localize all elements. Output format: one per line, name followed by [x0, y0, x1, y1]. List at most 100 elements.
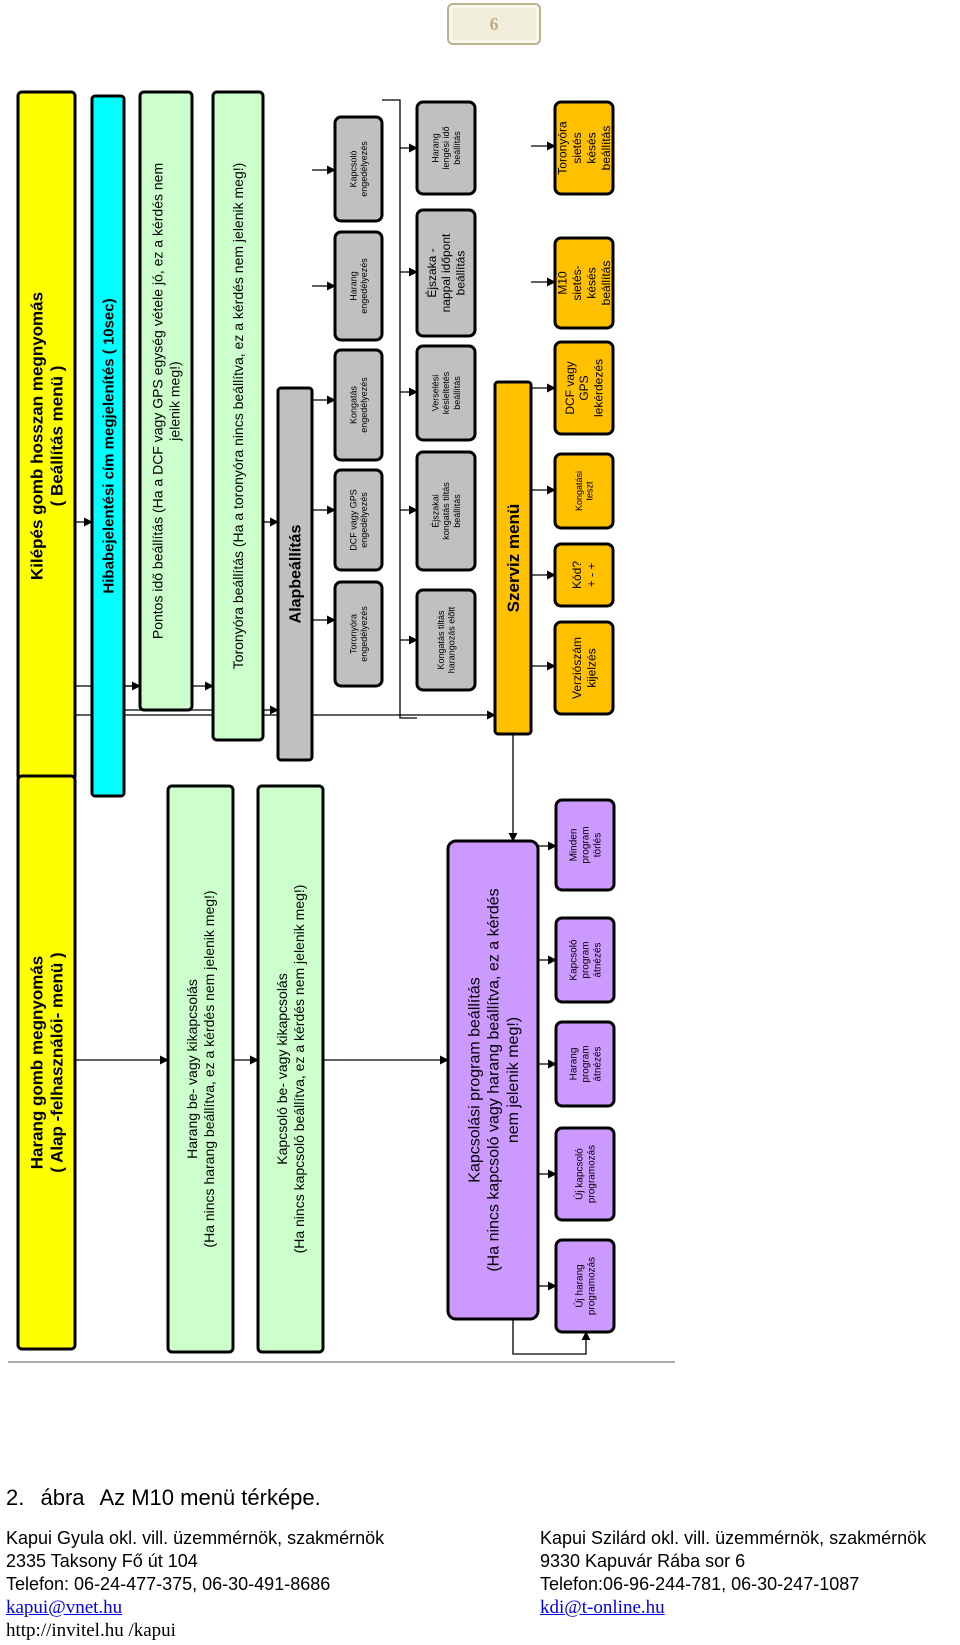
kapcsolo-program-atnezes-box-label-line: Kapcsoló — [569, 939, 580, 981]
kongatas-engedelyezes-box: Kongatásengedélyezés — [333, 348, 384, 462]
uj-kapcsolo-programozas-box-label-line: Új kapcsoló — [573, 1148, 586, 1200]
kapcsolo-engedelyezes-box: Kapcsolóengedélyezés — [333, 115, 384, 223]
harang-gomb-box-label: Harang gomb megnyomás( Alap -felhasználó… — [27, 952, 66, 1172]
dcf-gps-engedelyezes-box-label: DCF vagy GPSengedélyezés — [348, 489, 369, 551]
left-contact-email-link[interactable]: kapui@vnet.hu — [6, 1597, 123, 1618]
left-contact-phone: Telefon: 06-24-477-375, 06-30-491-8686 — [6, 1574, 331, 1594]
dcf-gps-lekerdezes-box-label: DCF vagyGPSlekérdezés — [563, 359, 606, 417]
alapbeallitas-box-label: Alapbeállítás — [288, 525, 305, 624]
toronyora-engedelyezes-box: Toronyóraengedélyezés — [333, 580, 384, 688]
harang-engedelyezes-box-label-line: engedélyezés — [359, 258, 369, 314]
footer-right-contact: Kapui Szilárd okl. vill. üzemmérnök, sza… — [540, 1527, 926, 1619]
toronyora-beallitas-box: Toronyóra beállítás (Ha a toronyóra ninc… — [211, 90, 265, 742]
minden-program-torles-box-label-line: törlés — [593, 833, 604, 857]
uj-harang-programozas-box-label: Új harangprogramozás — [573, 1257, 598, 1315]
hibabejelentesi-box: Hibabejelentési cím megjelenítés ( 10sec… — [90, 94, 126, 798]
kongatas-engedelyezes-box-label-line: Kongatás — [348, 385, 358, 424]
harang-kikapcsolas-box: Harang be- vagy kikapcsolás(Ha nincs har… — [166, 784, 235, 1354]
harang-program-atnezes-box-label-line: átnézés — [593, 1046, 604, 1081]
verselesi-kesleltetes-box-label-line: beállítás — [452, 376, 462, 410]
harang-gomb-box: Harang gomb megnyomás( Alap -felhasználó… — [16, 774, 77, 1351]
left-contact-name: Kapui Gyula okl. vill. üzemmérnök, szakm… — [6, 1528, 385, 1548]
kapcsolasi-program-box-label-line: nem jelenik meg!) — [505, 1017, 522, 1143]
page-number-badge: 6 — [447, 3, 541, 45]
ejszaka-nappal-box-label-line: Éjszaka - — [424, 248, 439, 297]
kongatas-tiltas-harangozas-box-label-line: Kongatás tiltás — [436, 610, 446, 670]
toronyora-engedelyezes-box-label: Toronyóraengedélyezés — [348, 606, 369, 662]
uj-harang-programozas-box-label-line: programozás — [587, 1257, 598, 1315]
kongatasi-teszt-box-label-line: teszt — [585, 481, 595, 501]
ejszaka-nappal-box: Éjszaka -nappal időpontbeállítás — [415, 208, 477, 338]
harang-gomb-box-label-line: ( Alap -felhasználói- menü ) — [48, 952, 67, 1172]
dcf-gps-engedelyezes-box-label-line: DCF vagy GPS — [348, 489, 358, 551]
dcf-gps-lekerdezes-box-label-line: GPS — [577, 375, 591, 400]
uj-kapcsolo-programozas-box-label: Új kapcsolóprogramozás — [573, 1145, 598, 1203]
kongatas-tiltas-harangozas-box-label-line: harangozás előtt — [447, 606, 457, 673]
kilepes-box: Kilépés gomb hosszan megnyomás( Beállítá… — [16, 90, 77, 782]
verzioszam-kijelzes-box: Verziószámkijelzés — [553, 620, 615, 716]
ejszaka-nappal-box-label-line: nappal időpont — [439, 233, 453, 312]
kapcsolo-kikapcsolas-box-label-line: Kapcsoló be- vagy kikapcsolás — [274, 973, 290, 1164]
alapbeallitas-box: Alapbeállítás — [276, 386, 314, 762]
dcf-gps-lekerdezes-box-label-line: DCF vagy — [563, 361, 577, 414]
alapbeallitas-box-label-line: Alapbeállítás — [288, 525, 305, 624]
m10-menu-map-diagram: Kilépés gomb hosszan megnyomás( Beállítá… — [8, 90, 675, 1363]
connector-line — [382, 99, 417, 719]
kapcsolo-program-atnezes-box-label: Kapcsolóprogramátnézés — [569, 939, 604, 981]
kapcsolo-kikapcsolas-box-label: Kapcsoló be- vagy kikapcsolás(Ha nincs k… — [274, 885, 307, 1254]
kapcsolo-program-atnezes-box-label-line: program — [581, 941, 592, 978]
ejszakai-kongatas-tiltas-box-label-line: kongatás tiltás — [441, 482, 451, 540]
ejszakai-kongatas-tiltas-box-label-line: beállítás — [452, 494, 462, 528]
ejszakai-kongatas-tiltas-box-label-line: Éjszakai — [430, 494, 440, 528]
kapcsolasi-program-box-label: Kapcsolási program beállítás(Ha nincs ka… — [466, 888, 521, 1271]
harang-gomb-box-label-line: Harang gomb megnyomás — [27, 956, 46, 1170]
harang-program-atnezes-box: Harangprogramátnézés — [554, 1020, 616, 1108]
left-contact-address: 2335 Taksony Fő út 104 — [6, 1551, 198, 1571]
figure-caption: 2. ábra Az M10 menü térképe. — [6, 1485, 331, 1511]
m10-sietes-keses-box-label-line: sietés- — [570, 265, 584, 300]
harang-kikapcsolas-box-label: Harang be- vagy kikapcsolás(Ha nincs har… — [184, 890, 217, 1247]
harang-lengesi-ido-box-label-line: lengési idő — [441, 126, 451, 169]
toronyora-beallitas-box-label: Toronyóra beállítás (Ha a toronyóra ninc… — [230, 163, 246, 670]
harang-program-atnezes-box-label: Harangprogramátnézés — [569, 1045, 604, 1082]
minden-program-torles-box-label-line: program — [581, 826, 592, 863]
right-contact-email-link[interactable]: kdi@t-online.hu — [540, 1597, 665, 1618]
kongatas-engedelyezes-box-label: Kongatásengedélyezés — [348, 377, 369, 433]
kongatasi-teszt-box-label-line: Kongatási — [574, 471, 584, 511]
ejszakai-kongatas-tiltas-box: Éjszakaikongatás tiltásbeállítás — [415, 450, 477, 572]
uj-kapcsolo-programozas-box-label-line: programozás — [587, 1145, 598, 1203]
minden-program-torles-box-label-line: Minden — [569, 829, 580, 862]
kongatas-tiltas-harangozas-box: Kongatás tiltásharangozás előtt — [415, 588, 477, 692]
toronyora-engedelyezes-box-label-line: engedélyezés — [359, 606, 369, 662]
harang-engedelyezes-box-label-line: Harang — [348, 271, 358, 301]
toronyora-sietes-keses-box: Toronyórasietéskésésbeállítás — [553, 100, 615, 196]
caption-label: ábra — [40, 1485, 85, 1510]
harang-engedelyezes-box-label: Harangengedélyezés — [348, 258, 369, 314]
verzioszam-kijelzes-box-label-line: kijelzés — [584, 648, 598, 687]
harang-program-atnezes-box-label-line: program — [581, 1045, 592, 1082]
m10-sietes-keses-box: M10sietés-késésbeállítás — [553, 236, 615, 330]
dcf-gps-lekerdezes-box-label-line: lekérdezés — [592, 359, 606, 417]
verzioszam-kijelzes-box-label: Verziószámkijelzés — [570, 637, 598, 699]
kod-box: Kód?+ - + — [553, 542, 615, 608]
right-contact-phone: Telefon:06-96-244-781, 06-30-247-1087 — [540, 1574, 860, 1594]
footer-left-contact: Kapui Gyula okl. vill. üzemmérnök, szakm… — [6, 1527, 384, 1642]
toronyora-sietes-keses-box-label-line: beállítás — [599, 126, 613, 171]
uj-kapcsolo-programozas-box: Új kapcsolóprogramozás — [554, 1126, 616, 1222]
ejszakai-kongatas-tiltas-box-label: Éjszakaikongatás tiltásbeállítás — [430, 482, 462, 540]
pontos-ido-box: Pontos idő beállítás (Ha a DCF vagy GPS … — [138, 90, 194, 712]
hibabejelentesi-box-label: Hibabejelentési cím megjelenítés ( 10sec… — [100, 298, 117, 593]
harang-lengesi-ido-box-label-line: Harang — [430, 133, 440, 163]
dcf-gps-engedelyezes-box-label-line: engedélyezés — [359, 492, 369, 548]
m10-sietes-keses-box-label: M10sietés-késésbeállítás — [556, 261, 613, 306]
toronyora-sietes-keses-box-label-line: sietés — [570, 132, 584, 163]
pontos-ido-box-label-line: jelenik meg!) — [166, 361, 182, 441]
harang-lengesi-ido-box-label-line: beállítás — [452, 131, 462, 165]
kapcsolasi-program-box-label-line: Kapcsolási program beállítás — [466, 977, 483, 1182]
kod-box-label: Kód?+ - + — [570, 561, 598, 589]
left-contact-web-link[interactable]: http://invitel.hu /kapui — [6, 1620, 176, 1641]
kod-box-label-line: Kód? — [570, 561, 584, 589]
szerviz-menu-box-label: Szerviz menü — [504, 504, 523, 613]
right-contact-name: Kapui Szilárd okl. vill. üzemmérnök, sza… — [540, 1528, 927, 1548]
pontos-ido-box-label: Pontos idő beállítás (Ha a DCF vagy GPS … — [150, 163, 183, 639]
